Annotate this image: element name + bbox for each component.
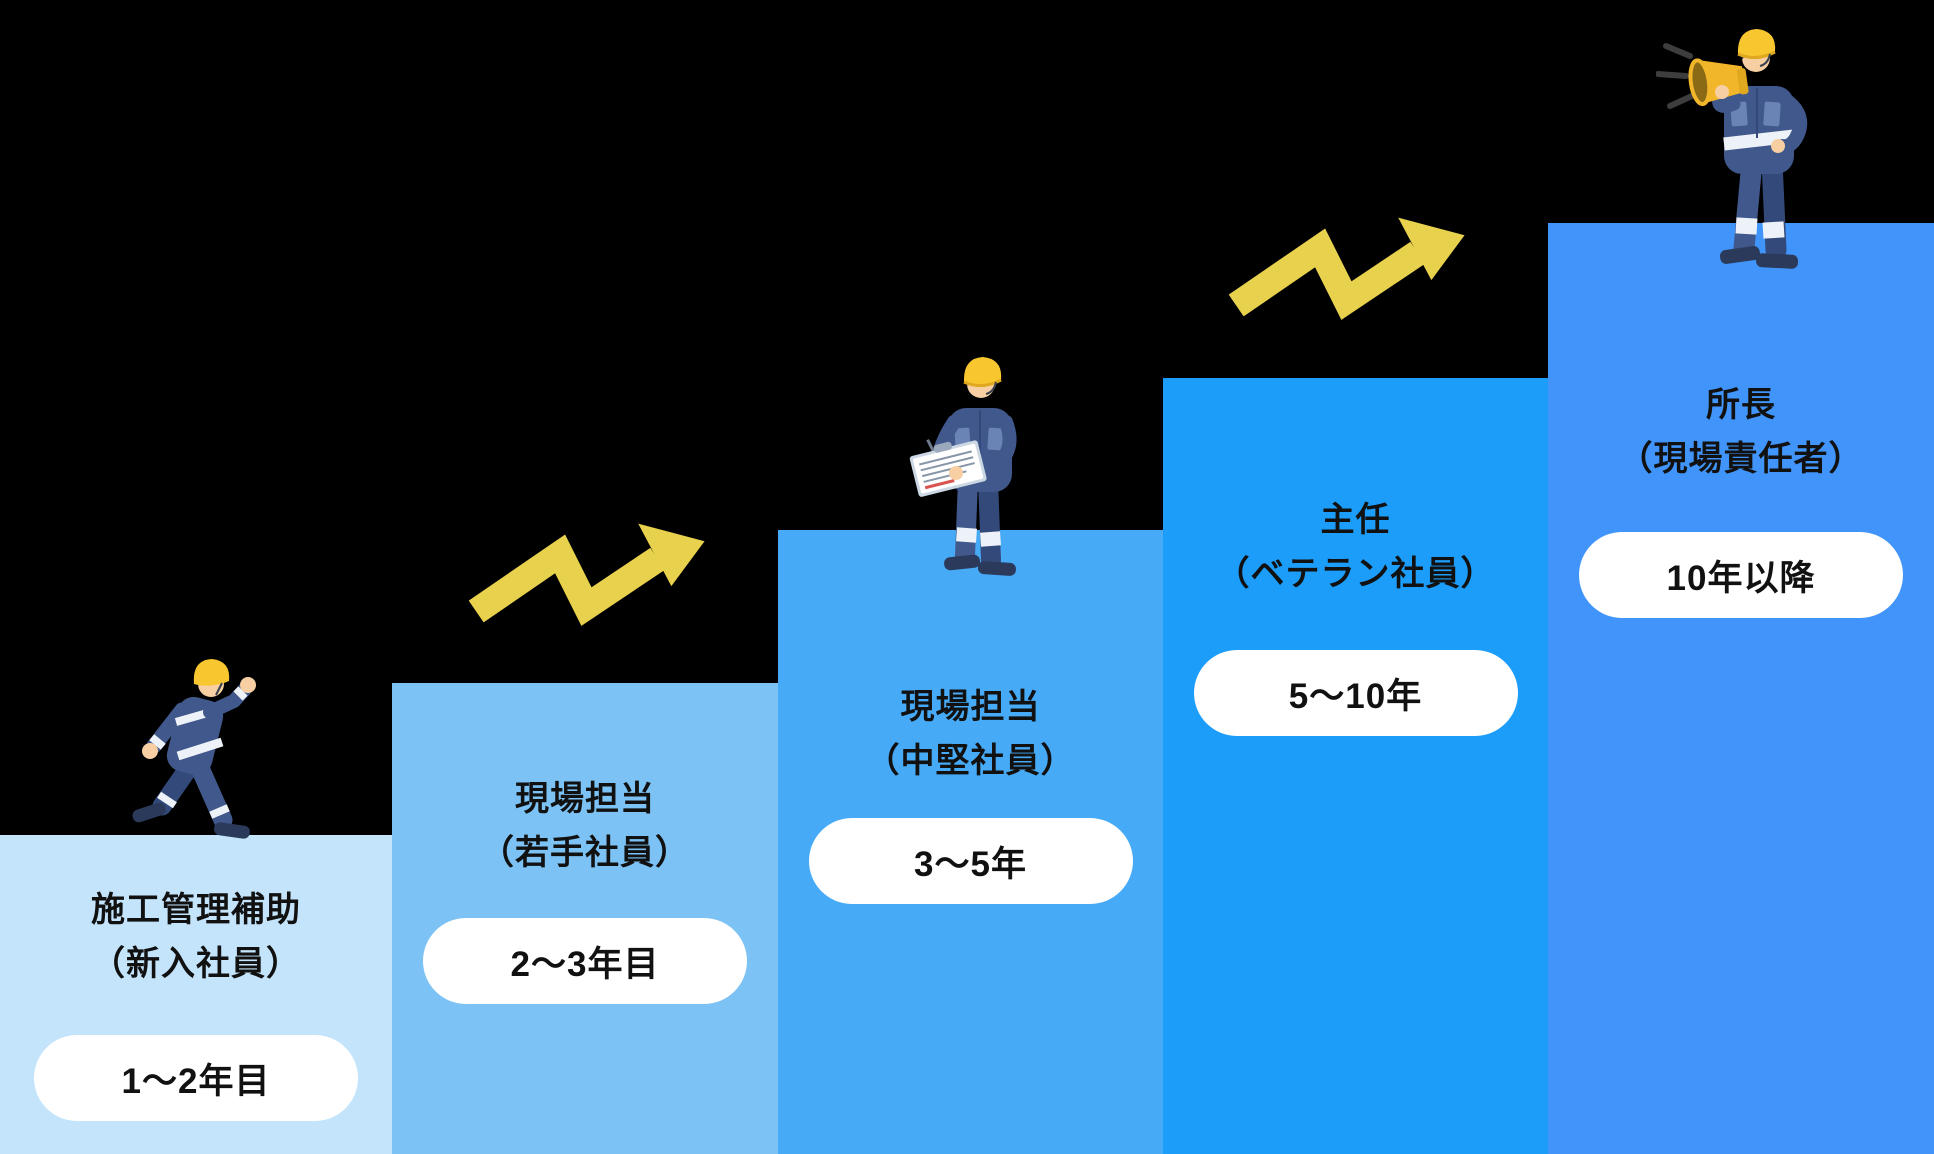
step5-tenure-badge: 10年以降 bbox=[1579, 532, 1903, 618]
step3-tenure-badge: 3〜5年 bbox=[808, 818, 1133, 904]
step3-role-sub: （中堅社員） bbox=[865, 742, 1076, 780]
step1-role-sub: （新入社員） bbox=[91, 945, 301, 983]
step4-tenure-label: 5〜10年 bbox=[1288, 676, 1423, 716]
step3-title: 現場担当 （中堅社員） bbox=[866, 680, 1076, 788]
step4-role: 主任 bbox=[1320, 501, 1391, 539]
step1-title: 施工管理補助 （新入社員） bbox=[91, 883, 301, 991]
step-column-4: 主任 （ベテラン社員） 5〜10年 bbox=[1163, 378, 1548, 1154]
step2-title: 現場担当 （若手社員） bbox=[480, 772, 690, 880]
step-column-2: 現場担当 （若手社員） 2〜3年目 bbox=[392, 683, 778, 1154]
step4-tenure-badge: 5〜10年 bbox=[1193, 650, 1518, 736]
step4-title: 主任 （ベテラン社員） bbox=[1216, 493, 1496, 601]
step2-tenure-badge: 2〜3年目 bbox=[423, 918, 747, 1004]
step-column-3: 現場担当 （中堅社員） 3〜5年 bbox=[778, 530, 1163, 1154]
step2-role-sub: （若手社員） bbox=[480, 834, 690, 872]
step5-role-sub: （現場責任者） bbox=[1618, 440, 1864, 478]
step1-role: 施工管理補助 bbox=[91, 891, 301, 929]
step3-role: 現場担当 bbox=[900, 688, 1041, 726]
step1-tenure-badge: 1〜2年目 bbox=[34, 1035, 358, 1121]
step1-tenure-label: 1〜2年目 bbox=[121, 1061, 271, 1101]
worker-running-icon bbox=[126, 638, 266, 853]
step5-tenure-label: 10年以降 bbox=[1666, 558, 1816, 598]
step2-role: 現場担当 bbox=[515, 780, 655, 818]
step2-tenure-label: 2〜3年目 bbox=[510, 944, 660, 984]
step-column-5: 所長 （現場責任者） 10年以降 bbox=[1548, 223, 1934, 1154]
step5-role: 所長 bbox=[1706, 386, 1776, 424]
worker-clipboard-icon bbox=[898, 330, 1048, 580]
zigzag-trend-up-arrow-icon bbox=[462, 510, 707, 632]
worker-megaphone-icon bbox=[1656, 0, 1841, 275]
zigzag-trend-up-arrow-icon bbox=[1222, 204, 1467, 326]
step4-role-sub: （ベテラン社員） bbox=[1215, 555, 1496, 593]
step-column-1: 施工管理補助 （新入社員） 1〜2年目 bbox=[0, 835, 392, 1154]
step5-title: 所長 （現場責任者） bbox=[1619, 378, 1864, 486]
step3-tenure-label: 3〜5年 bbox=[914, 844, 1027, 884]
